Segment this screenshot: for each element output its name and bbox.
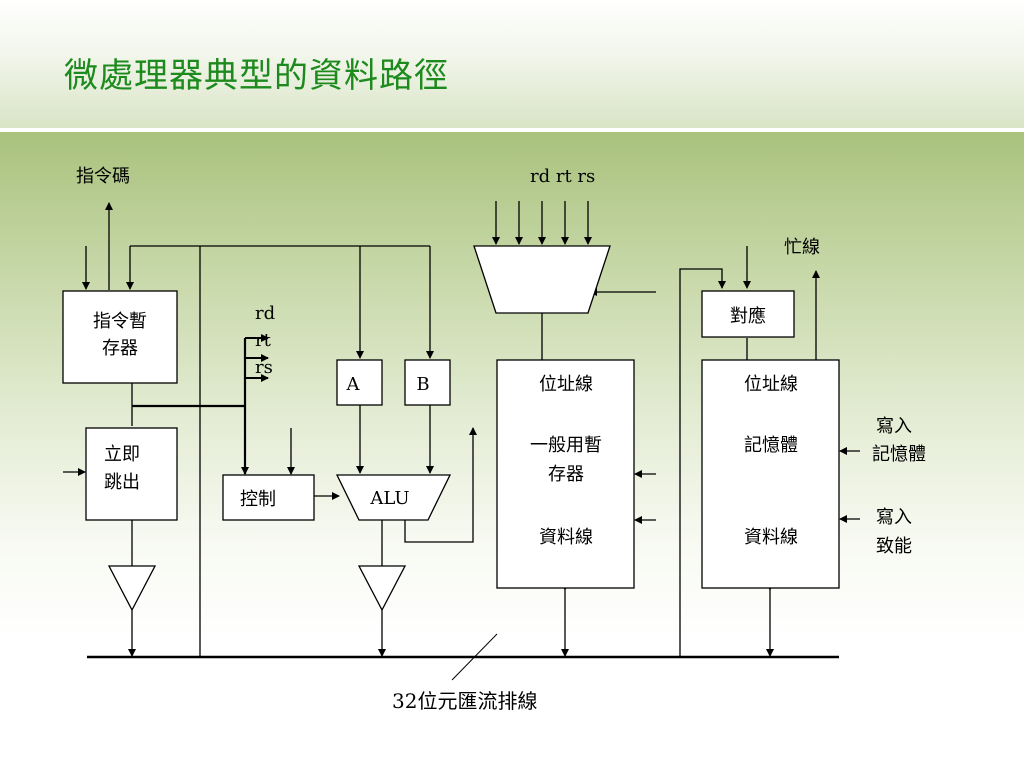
control-box [222,474,315,521]
imm-tristate-buffer [107,565,157,612]
register-b-label: B [416,374,429,395]
memory-data-label: 資料線 [744,527,798,548]
bus-to-map-wire [679,268,726,657]
register-address-label: 位址線 [539,374,593,395]
opcode-label: 指令碼 [76,166,130,187]
map-box [701,290,795,338]
register-a-label: A [346,374,361,395]
slide-title: 微處理器典型的資料路徑 [64,56,449,96]
instruction-register-box [62,290,178,384]
memory-box [701,359,840,589]
register-name-line2: 存器 [548,464,584,485]
ir-label-line1: 指令暫 [93,311,147,332]
register-a-box [336,359,383,406]
alu-flag-output [404,427,477,543]
general-register-box [496,359,635,589]
alu-tristate-buffer [357,565,407,612]
write-enable-label-line1: 寫入 [876,507,912,528]
register-name-line1: 一般用暫 [530,435,602,456]
rd-label: rd [255,303,275,324]
busy-line-label: 忙線 [784,237,820,258]
title-separator [0,128,1024,132]
register-data-label: 資料線 [539,527,593,548]
immediate-box [85,427,178,521]
memory-name-label: 記憶體 [744,435,798,456]
control-label: 控制 [240,489,276,510]
rt-label: rt [255,330,272,351]
imm-label-line1: 立即 [104,444,140,465]
alu-shape [335,474,452,521]
write-memory-label-line1: 寫入 [876,416,912,437]
memory-address-label: 位址線 [744,374,798,395]
map-label: 對應 [730,305,766,327]
register-b-box [404,359,451,406]
bus-label: 32位元匯流排線 [392,689,537,713]
imm-label-line2: 跳出 [104,472,140,493]
alu-label: ALU [369,488,409,509]
write-enable-label-line2: 致能 [876,536,912,557]
register-select-mux [473,245,611,314]
ir-label-line2: 存器 [102,338,138,359]
write-memory-label-line2: 記憶體 [872,444,926,465]
rs-label: rs [255,357,273,378]
title-band [0,0,1024,128]
mux-inputs-label: rd rt rs [530,166,595,187]
